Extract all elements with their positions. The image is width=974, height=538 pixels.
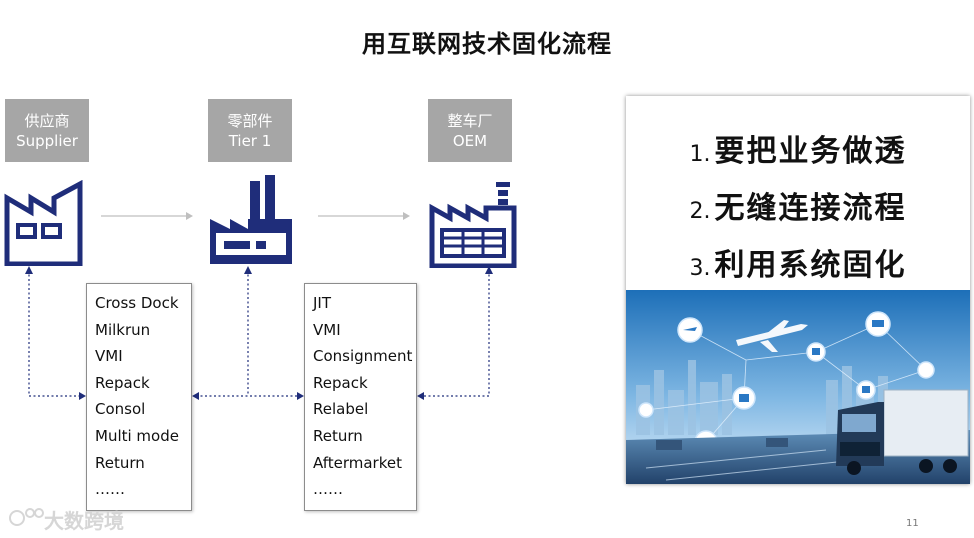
service-list-oem-side: JIT VMI Consignment Repack Relabel Retur… — [304, 283, 417, 511]
arrow-head-icon — [25, 266, 33, 274]
list-item: Consignment — [313, 347, 413, 366]
key-point-text: 要把业务做透 — [714, 134, 907, 169]
node-tag-supplier: 供应商 Supplier — [5, 99, 89, 162]
node-label-en: Tier 1 — [228, 131, 272, 150]
watermark-logo-icon — [9, 508, 44, 526]
arrow-head-icon — [417, 392, 424, 400]
list-item: JIT — [313, 294, 332, 312]
key-point: 3.利用系统固化 — [626, 240, 970, 284]
key-point-text: 利用系统固化 — [714, 248, 907, 283]
node-label-cn: 零部件 — [227, 111, 273, 130]
node-label-en: OEM — [452, 131, 488, 150]
node-label-cn: 整车厂 — [447, 111, 493, 130]
arrow-head-icon — [485, 266, 493, 274]
arrow-head-icon — [297, 392, 304, 400]
node-label-en: Supplier — [16, 131, 78, 150]
key-point-number: 3. — [689, 256, 711, 281]
key-points-panel: 1.要把业务做透 2.无缝连接流程 3.利用系统固化 — [626, 96, 970, 484]
list-item: Repack — [313, 373, 368, 392]
arrow-head-icon — [192, 392, 199, 400]
list-item: Cross Dock — [95, 294, 179, 312]
arrow-head-icon — [244, 266, 252, 274]
service-list-supplier-side: Cross Dock Milkrun VMI Repack Consol Mul… — [86, 283, 192, 511]
arrow-head-icon — [403, 212, 410, 220]
list-item: Return — [95, 453, 145, 472]
page-title: 用互联网技术固化流程 — [362, 30, 612, 58]
list-item: VMI — [95, 347, 123, 366]
logistics-network-image — [626, 290, 970, 484]
list-item: Relabel — [313, 400, 369, 419]
page-number: 11 — [906, 518, 919, 529]
list-item: Repack — [95, 373, 150, 392]
list-item: Milkrun — [95, 320, 151, 339]
factory-icon-oem — [429, 182, 517, 268]
factory-icon-supplier — [4, 180, 83, 266]
key-point-number: 2. — [689, 199, 711, 224]
node-tag-tier1: 零部件 Tier 1 — [208, 99, 292, 162]
list-item: …… — [95, 480, 125, 499]
list-item: …… — [313, 480, 343, 499]
list-item: Multi mode — [95, 426, 179, 445]
arrow-head-icon — [79, 392, 86, 400]
key-point: 1.要把业务做透 — [626, 126, 970, 170]
key-point-number: 1. — [689, 142, 711, 167]
arrow-head-icon — [186, 212, 193, 220]
factory-icon-tier1 — [210, 175, 292, 264]
list-item: VMI — [313, 320, 341, 339]
node-label-cn: 供应商 — [24, 111, 70, 130]
list-item: Return — [313, 426, 363, 445]
key-point-text: 无缝连接流程 — [714, 191, 907, 226]
list-item: Consol — [95, 400, 146, 419]
watermark-text: 大数跨境 — [44, 509, 124, 533]
list-item: Aftermarket — [313, 453, 402, 472]
node-tag-oem: 整车厂 OEM — [428, 99, 512, 162]
key-point: 2.无缝连接流程 — [626, 183, 970, 227]
